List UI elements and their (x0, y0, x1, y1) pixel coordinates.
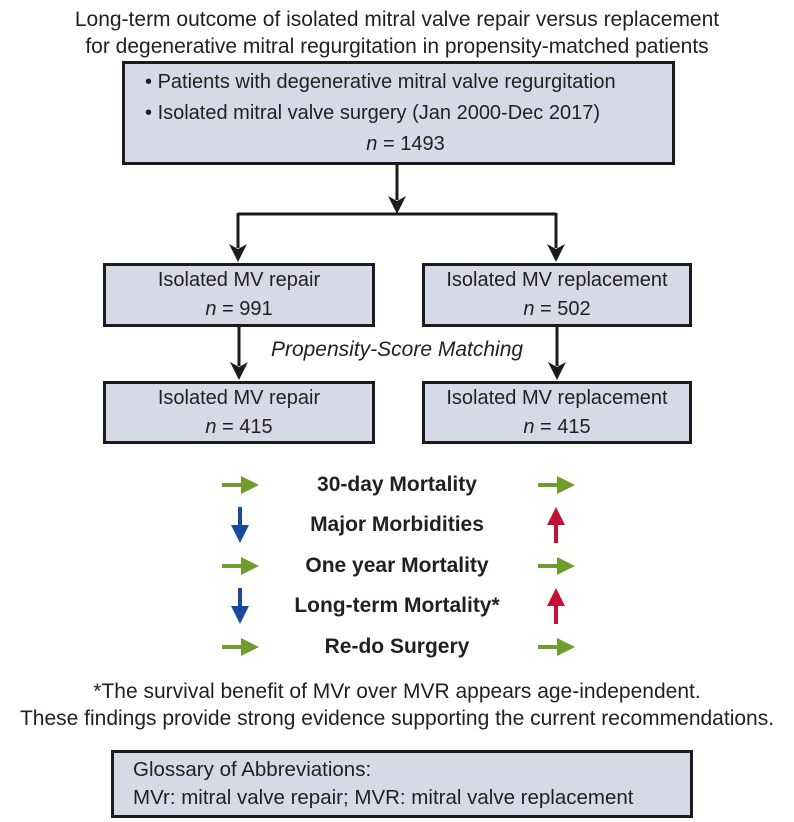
right-arrow-icon (221, 556, 259, 576)
outcome-row-one-year-mortality: One year Mortality (0, 545, 794, 586)
up-arrow-icon (546, 506, 566, 543)
up-arrow-icon (546, 587, 566, 624)
footnote: *The survival benefit of MVr over MVR ap… (0, 678, 794, 732)
mv-repair-unmatched-n: n = 991 (205, 298, 273, 320)
left-matching-arrowhead (230, 362, 248, 380)
glossary-box: Glossary of Abbreviations: MVr: mitral v… (111, 750, 693, 818)
mv-replacement-unmatched-box: Isolated MV replacement n = 502 (422, 263, 692, 327)
outcome-row-long-term-mortality: Long-term Mortality* (0, 585, 794, 626)
glossary-heading: Glossary of Abbreviations: (133, 758, 372, 781)
mv-repair-matched-title: Isolated MV repair (157, 386, 321, 409)
mv-repair-unmatched-title: Isolated MV repair (157, 269, 321, 291)
cohort-bullet-2: Isolated mitral valve surgery (Jan 2000-… (145, 98, 666, 129)
right-arrow-icon (221, 637, 259, 657)
right-arrow-icon (537, 475, 575, 495)
right-arrow-icon (221, 475, 259, 495)
right-branch-arrowhead (547, 244, 565, 262)
mv-repair-unmatched-box: Isolated MV repair n = 991 (103, 263, 375, 327)
stem-arrowhead (388, 196, 406, 214)
right-arrow-icon (537, 556, 575, 576)
figure-title-line1: Long-term outcome of isolated mitral val… (74, 8, 720, 31)
right-arrow-icon (537, 637, 575, 657)
outcome-label: Major Morbidities (310, 513, 484, 536)
mv-replacement-matched-title: Isolated MV replacement (446, 386, 668, 409)
cohort-bullet-1: Patients with degenerative mitral valve … (145, 67, 666, 98)
footnote-line2: These findings provide strong evidence s… (19, 707, 775, 730)
replacement-outcome-arrow-slot (537, 464, 575, 505)
outcome-label: 30-day Mortality (317, 473, 477, 496)
cohort-n: n = 1493 (366, 132, 445, 155)
mv-repair-matched-n: n = 415 (205, 415, 273, 438)
outcome-row-30-day-mortality: 30-day Mortality (0, 464, 794, 505)
repair-outcome-arrow-slot (221, 464, 259, 505)
mv-replacement-matched-n: n = 415 (523, 415, 591, 438)
propensity-matching-label: Propensity-Score Matching (270, 338, 524, 361)
down-arrow-icon (230, 506, 250, 543)
mv-replacement-unmatched-n: n = 502 (523, 298, 591, 320)
replacement-outcome-arrow-slot (537, 504, 575, 545)
repair-outcome-arrow-slot (221, 585, 259, 626)
outcome-label: Long-term Mortality* (294, 594, 500, 617)
left-branch-arrowhead (229, 244, 247, 262)
down-arrow-icon (230, 587, 250, 624)
repair-outcome-arrow-slot (221, 504, 259, 545)
replacement-outcome-arrow-slot (537, 585, 575, 626)
footnote-line1: *The survival benefit of MVr over MVR ap… (93, 680, 701, 703)
mv-replacement-unmatched-title: Isolated MV replacement (446, 269, 668, 291)
outcome-label: One year Mortality (305, 554, 489, 577)
mv-repair-matched-box: Isolated MV repair n = 415 (103, 381, 375, 444)
cohort-box: Patients with degenerative mitral valve … (122, 61, 675, 165)
right-matching-arrowhead (548, 362, 566, 380)
glossary-definitions: MVr: mitral valve repair; MVR: mitral va… (133, 786, 634, 809)
replacement-outcome-arrow-slot (537, 626, 575, 667)
outcome-row-major-morbidities: Major Morbidities (0, 504, 794, 545)
repair-outcome-arrow-slot (221, 545, 259, 586)
mv-replacement-matched-box: Isolated MV replacement n = 415 (422, 381, 692, 444)
figure-title: Long-term outcome of isolated mitral val… (0, 6, 794, 60)
outcome-label: Re-do Surgery (324, 635, 470, 658)
replacement-outcome-arrow-slot (537, 545, 575, 586)
figure-title-line2: for degenerative mitral regurgitation in… (85, 35, 709, 58)
repair-outcome-arrow-slot (221, 626, 259, 667)
outcome-row-redo-surgery: Re-do Surgery (0, 626, 794, 667)
